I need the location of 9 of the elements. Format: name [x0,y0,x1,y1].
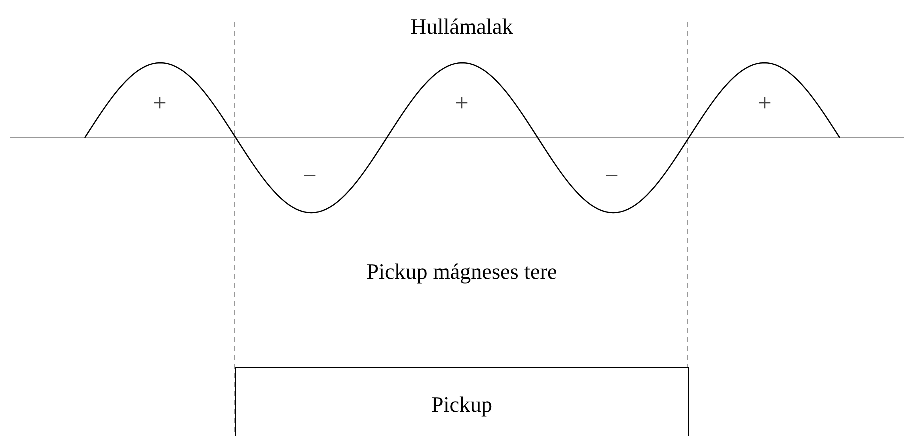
wave-heading: Hullámalak [410,16,514,38]
plus-sign: + [153,92,167,116]
minus-sign: – [304,163,316,185]
minus-sign: – [606,163,618,185]
field-caption: Pickup mágneses tere [366,261,558,283]
pickup-box [235,367,689,436]
plus-sign: + [455,92,469,116]
pickup-label: Pickup [431,392,493,418]
plus-sign: + [758,92,772,116]
